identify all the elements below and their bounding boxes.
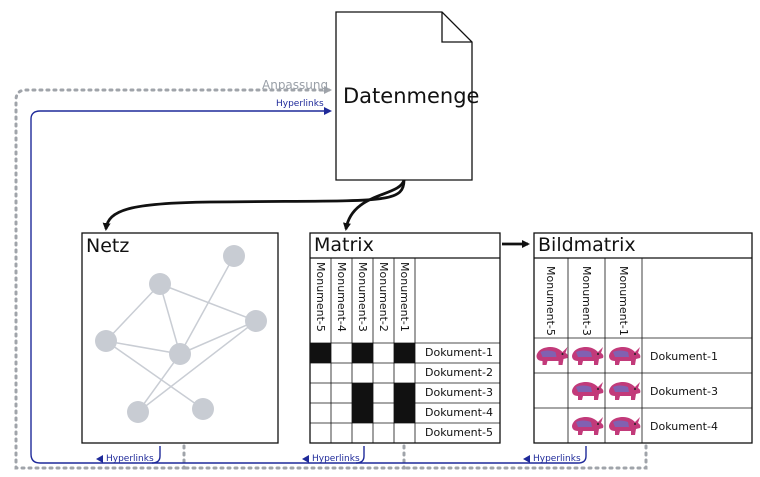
bildmatrix-row-label: Dokument-1 [650,350,718,363]
matrix-row-label: Dokument-2 [425,366,493,379]
hyperlink-line-netz [30,107,332,464]
matrix-title: Matrix [314,234,374,256]
adaptation-line-matrix [182,444,406,470]
network-edge [137,320,257,413]
left-arrow-icon [523,455,530,463]
network-edge [137,353,181,413]
matrix-row-label: Dokument-5 [425,426,493,439]
network-node [169,343,191,365]
network-node [192,398,214,420]
bildmatrix-grid [534,258,752,443]
network-edge [105,340,204,410]
left-arrow-icon [96,455,103,463]
network-node [223,245,245,267]
matrix-row-label: Dokument-4 [425,406,493,419]
adaptation-loop [14,86,332,470]
network-node [245,310,267,332]
network-edge [105,340,181,355]
arrow-to-netz [102,179,406,231]
matrix-filled-cell [394,383,415,403]
document-fold [441,12,472,43]
bildmatrix-title: Bildmatrix [538,234,636,256]
network-edge [105,283,161,342]
matrix-filled-cell [352,383,373,403]
bildmatrix-column-header: Monument-3 [580,266,593,336]
matrix-column-header: Monument-3 [356,262,369,332]
matrix-column-header: Monument-4 [335,262,348,332]
left-arrow-icon [302,455,309,463]
bildmatrix-column-header: Monument-1 [617,266,630,336]
hyperlink-line-bildmatrix [356,446,587,464]
matrix-cells [310,343,415,423]
bildmatrix-row-label: Dokument-4 [650,420,718,433]
matrix-filled-cell [352,403,373,423]
matrix-column-header: Monument-2 [377,262,390,332]
matrix-filled-cell [394,403,415,423]
hyperlink-text: Hyperlinks [276,99,324,109]
hyperlink-text: Hyperlinks [106,454,154,464]
network-edge [179,320,257,355]
network-node [127,401,149,423]
hyperlink-label-netz: Hyperlinks [96,454,154,464]
network-edge [179,255,235,355]
arrow-to-matrix [343,179,406,231]
hyperlink-label-top: Hyperlinks [276,99,324,109]
matrix-row-label: Dokument-1 [425,346,493,359]
hyperlink-text: Hyperlinks [312,454,360,464]
matrix-filled-cell [310,343,331,363]
source-document-title: Datenmenge [343,84,480,108]
matrix-filled-cell [352,343,373,363]
network-node [149,273,171,295]
bildmatrix-row-label: Dokument-3 [650,385,718,398]
matrix-column-header: Monument-5 [314,262,327,332]
bildmatrix-column-header: Monument-5 [544,266,557,336]
matrix-column-header: Monument-1 [398,262,411,332]
matrix-filled-cell [394,343,415,363]
netz-title: Netz [86,235,130,257]
matrix-row-label: Dokument-3 [425,386,493,399]
hyperlink-text: Hyperlinks [533,454,581,464]
document-icon [335,11,473,181]
hyperlink-label-bildmatrix: Hyperlinks [523,454,581,464]
hyperlink-label-matrix: Hyperlinks [302,454,360,464]
network-node [95,330,117,352]
adaptation-line-bildmatrix [402,444,648,470]
adaptation-label: Anpassung [262,78,329,92]
network-graph [105,255,257,413]
network-edge [159,283,181,355]
